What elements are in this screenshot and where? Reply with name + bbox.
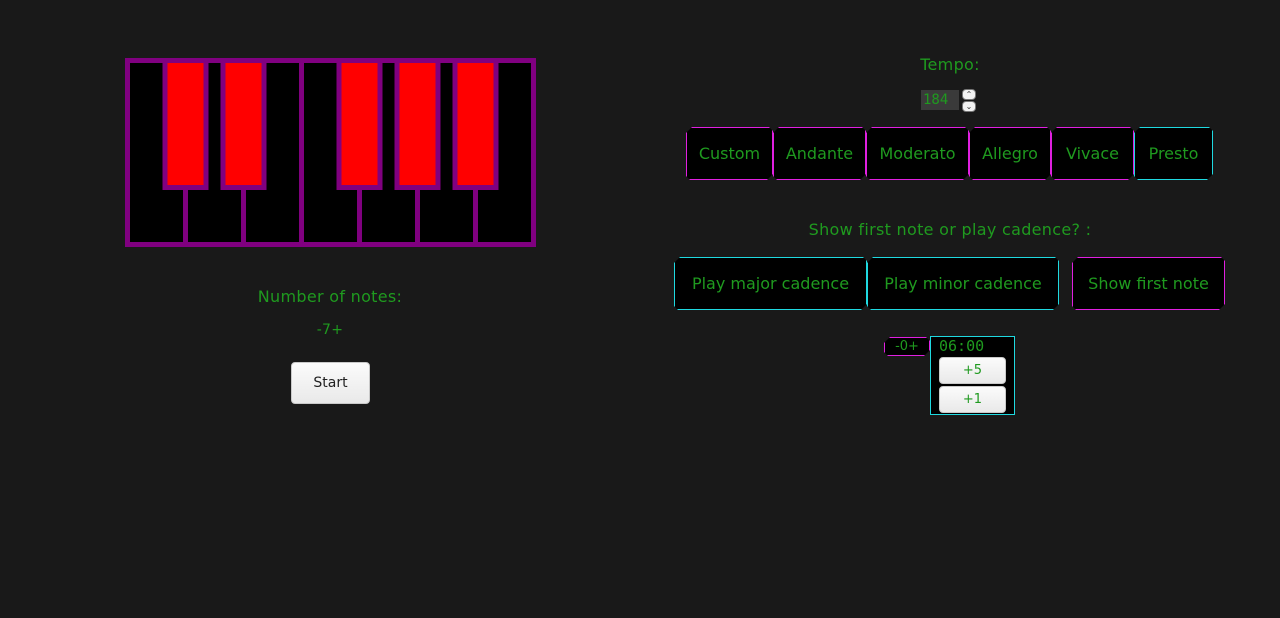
black-key[interactable] [167,63,204,185]
tempo-input-group: ⌃ ⌄ [921,89,977,113]
play-minor-cadence-button[interactable]: Play minor cadence [867,257,1059,310]
black-key[interactable] [341,63,378,185]
start-button[interactable]: Start [291,362,370,404]
attempt-counter[interactable]: -0+ [884,337,930,356]
piano-keyboard[interactable] [125,58,536,247]
tempo-label: Tempo: [920,55,980,74]
add-five-button[interactable]: +5 [939,357,1006,384]
piano-svg [130,58,531,242]
spin-up-icon[interactable]: ⌃ [962,89,976,100]
notes-stepper[interactable]: -7+ [316,322,344,338]
add-one-button[interactable]: +1 [939,386,1006,413]
tempo-input[interactable] [921,90,959,110]
spin-down-icon[interactable]: ⌄ [962,101,976,112]
tempo-vivace-button[interactable]: Vivace [1051,127,1134,180]
tempo-moderato-button[interactable]: Moderato [866,127,969,180]
black-key[interactable] [457,63,494,185]
cadence-question-label: Show first note or play cadence? : [808,220,1092,239]
tempo-custom-button[interactable]: Custom [686,127,773,180]
tempo-allegro-button[interactable]: Allegro [969,127,1051,180]
play-major-cadence-button[interactable]: Play major cadence [674,257,867,310]
show-first-note-button[interactable]: Show first note [1072,257,1225,310]
tempo-andante-button[interactable]: Andante [773,127,866,180]
tempo-presto-button[interactable]: Presto [1134,127,1213,180]
timer-panel: 06:00 +5 +1 [930,336,1015,415]
black-key[interactable] [225,63,262,185]
number-of-notes-label: Number of notes: [257,287,403,306]
black-key[interactable] [399,63,436,185]
timer-display: 06:00 [939,337,985,355]
